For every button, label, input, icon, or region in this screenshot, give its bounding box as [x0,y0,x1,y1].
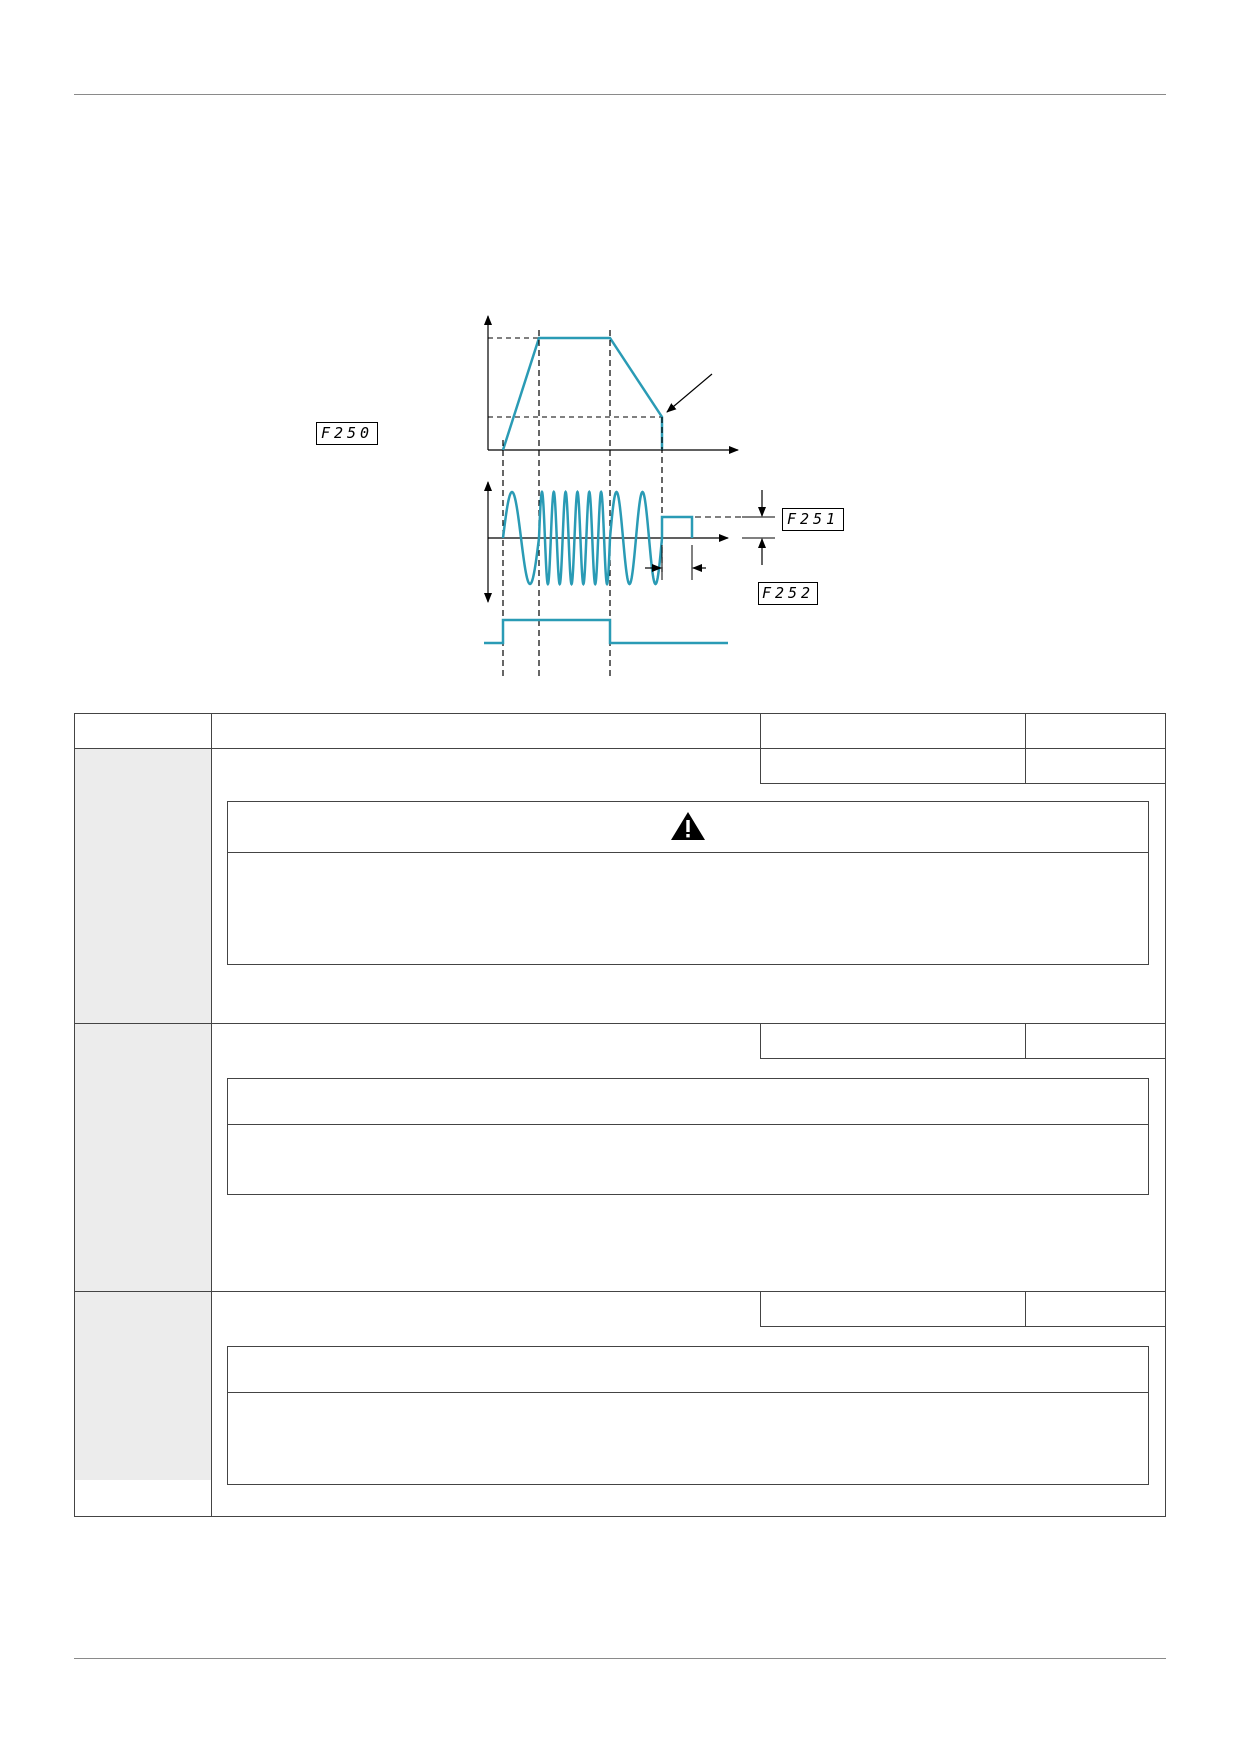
left-column-divider [211,713,212,1517]
warning-box [227,801,1149,965]
warning-triangle-icon [671,812,705,840]
f251-display: F251 [782,508,844,531]
pointer-arrow [666,373,713,413]
timing-diagram [484,315,775,678]
run-signal [484,618,728,645]
note-box-2 [227,1078,1149,1195]
f252-display: F252 [758,582,818,605]
left-column-shade [75,748,211,1480]
frequency-profile [501,336,664,451]
header-rule [74,94,1166,95]
current-waveform [501,489,694,587]
table-border [74,713,1166,1517]
parameter-table [74,713,1166,1517]
note-box-3 [227,1346,1149,1485]
footer-rule [74,1658,1166,1659]
f250-display: F250 [316,422,378,445]
